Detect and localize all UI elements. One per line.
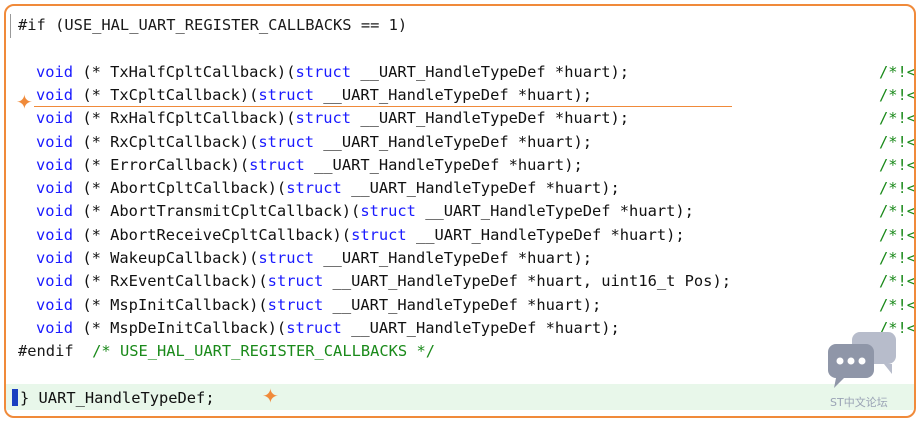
- trailing-comment: /*!<: [879, 132, 916, 151]
- code-token: __UART_HandleTypeDef *huart);: [351, 109, 630, 128]
- code-token: __UART_HandleTypeDef *huart);: [314, 249, 592, 267]
- code-editor[interactable]: #if (USE_HAL_UART_REGISTER_CALLBACKS == …: [6, 6, 914, 416]
- comment-token: /* USE_HAL_UART_REGISTER_CALLBACKS */: [73, 342, 435, 361]
- code-token: __UART_HandleTypeDef *huart);: [351, 62, 630, 81]
- code-token: __UART_HandleTypeDef *huart);: [415, 202, 694, 221]
- chat-bubbles-icon: [828, 332, 896, 388]
- keyword-token: struct: [258, 85, 315, 104]
- code-token: (* MspDeInitCallback)(: [73, 318, 287, 337]
- code-line[interactable]: void (* TxCpltCallback)(struct __UART_Ha…: [36, 84, 914, 107]
- watermark-logo: ST中文论坛: [826, 330, 904, 410]
- trailing-comment: /*!<: [879, 225, 916, 244]
- keyword-token: struct: [267, 295, 324, 314]
- keyword-token: void: [36, 202, 74, 221]
- trailing-comment: /*!<: [879, 179, 916, 198]
- four-point-star-icon: ✦: [262, 384, 279, 408]
- code-line[interactable]: void (* AbortCpltCallback)(struct __UART…: [36, 177, 914, 200]
- keyword-token: struct: [249, 155, 305, 174]
- code-token: __UART_HandleTypeDef *huart);: [341, 179, 620, 198]
- code-token: (* RxEventCallback)(: [73, 272, 268, 291]
- code-line[interactable]: void (* ErrorCallback)(struct __UART_Han…: [36, 154, 914, 177]
- code-token: (* ErrorCallback)(: [73, 155, 250, 174]
- code-token: (* WakeupCallback)(: [73, 249, 259, 267]
- code-token: __UART_HandleTypeDef *huart, uint16_t Po…: [323, 272, 731, 291]
- preprocessor-token: #endif: [18, 342, 74, 361]
- annotation-underline: [34, 106, 732, 107]
- keyword-token: struct: [295, 62, 352, 81]
- keyword-token: void: [36, 225, 74, 244]
- trailing-comment: /*!<: [879, 155, 916, 174]
- screenshot-frame: #if (USE_HAL_UART_REGISTER_CALLBACKS == …: [4, 4, 916, 418]
- code-line[interactable]: #endif /* USE_HAL_UART_REGISTER_CALLBACK…: [18, 340, 435, 363]
- trailing-comment: /*!<: [879, 202, 916, 221]
- trailing-comment: /*!<: [879, 295, 916, 314]
- keyword-token: struct: [258, 249, 315, 267]
- trailing-comment: /*!<: [879, 85, 916, 104]
- trailing-comment: /*!<: [879, 272, 916, 291]
- keyword-token: void: [36, 85, 74, 104]
- keyword-token: struct: [286, 318, 342, 337]
- keyword-token: void: [36, 62, 74, 81]
- preprocessor-token: #if (USE_HAL_UART_REGISTER_CALLBACKS == …: [18, 16, 408, 34]
- trailing-comment: /*!<: [879, 109, 916, 128]
- keyword-token: void: [36, 155, 74, 174]
- keyword-token: void: [36, 109, 74, 128]
- code-line[interactable]: void (* TxHalfCpltCallback)(struct __UAR…: [36, 61, 914, 84]
- code-token: } UART_HandleTypeDef;: [20, 389, 215, 407]
- four-point-star-icon: ✦: [16, 90, 33, 114]
- code-token: __UART_HandleTypeDef *huart);: [341, 318, 620, 337]
- keyword-token: struct: [351, 225, 407, 244]
- code-line[interactable]: void (* MspDeInitCallback)(struct __UART…: [36, 317, 914, 340]
- trailing-comment: /*!<: [879, 249, 916, 267]
- code-line[interactable]: } UART_HandleTypeDef;: [20, 387, 215, 410]
- keyword-token: void: [36, 249, 74, 267]
- code-token: (* AbortReceiveCpltCallback)(: [73, 225, 352, 244]
- code-token: __UART_HandleTypeDef *huart);: [314, 85, 592, 104]
- watermark-text: ST中文论坛: [830, 396, 888, 409]
- keyword-token: struct: [295, 109, 352, 128]
- keyword-token: void: [36, 179, 74, 198]
- fold-marker[interactable]: [10, 14, 15, 38]
- keyword-token: struct: [267, 272, 324, 291]
- keyword-token: void: [36, 132, 74, 151]
- code-token: (* RxHalfCpltCallback)(: [73, 109, 296, 128]
- keyword-token: void: [36, 318, 74, 337]
- keyword-token: struct: [360, 202, 416, 221]
- code-token: (* RxCpltCallback)(: [73, 132, 259, 151]
- trailing-comment: /*!<: [879, 62, 916, 81]
- code-token: __UART_HandleTypeDef *huart);: [406, 225, 685, 244]
- current-line-highlight: [6, 384, 914, 410]
- code-token: __UART_HandleTypeDef *huart);: [304, 155, 583, 174]
- code-line[interactable]: void (* RxHalfCpltCallback)(struct __UAR…: [36, 107, 914, 130]
- text-caret: [12, 389, 18, 406]
- code-token: (* TxHalfCpltCallback)(: [73, 62, 296, 81]
- code-line[interactable]: #if (USE_HAL_UART_REGISTER_CALLBACKS == …: [18, 14, 407, 37]
- code-line[interactable]: void (* MspInitCallback)(struct __UART_H…: [36, 294, 914, 317]
- keyword-token: struct: [286, 179, 342, 198]
- code-token: (* TxCpltCallback)(: [73, 85, 259, 104]
- keyword-token: struct: [258, 132, 315, 151]
- code-line[interactable]: void (* AbortTransmitCpltCallback)(struc…: [36, 200, 914, 223]
- code-token: (* AbortTransmitCpltCallback)(: [73, 202, 361, 221]
- code-token: __UART_HandleTypeDef *huart);: [314, 132, 592, 151]
- code-token: __UART_HandleTypeDef *huart);: [323, 295, 602, 314]
- code-token: (* MspInitCallback)(: [73, 295, 268, 314]
- keyword-token: void: [36, 272, 74, 291]
- keyword-token: void: [36, 295, 74, 314]
- code-line[interactable]: void (* RxCpltCallback)(struct __UART_Ha…: [36, 131, 914, 154]
- code-line[interactable]: void (* RxEventCallback)(struct __UART_H…: [36, 270, 914, 293]
- code-line[interactable]: void (* WakeupCallback)(struct __UART_Ha…: [36, 247, 914, 270]
- code-token: (* AbortCpltCallback)(: [73, 179, 287, 198]
- code-line[interactable]: void (* AbortReceiveCpltCallback)(struct…: [36, 224, 914, 247]
